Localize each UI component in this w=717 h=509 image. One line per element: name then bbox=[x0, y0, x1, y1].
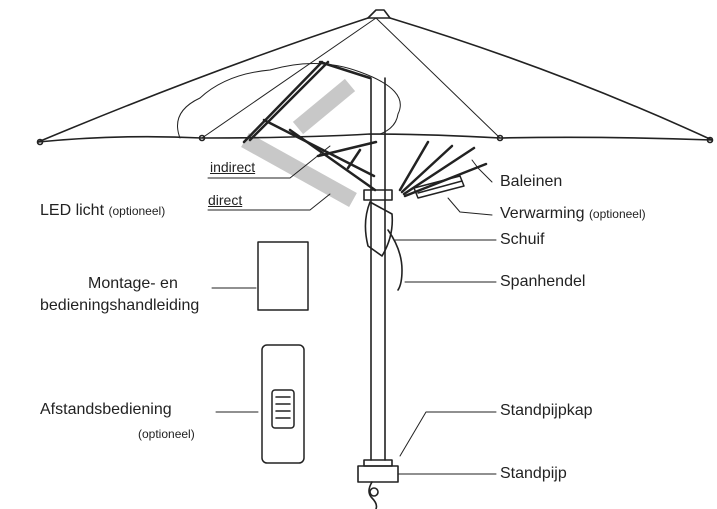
label-lever: Spanhendel bbox=[500, 273, 586, 290]
label-manual-line2: bedieningshandleiding bbox=[40, 297, 200, 314]
label-heater-note: (optioneel) bbox=[588, 207, 646, 221]
canopy bbox=[36, 9, 714, 146]
label-heater-main: Verwarming bbox=[500, 205, 585, 222]
pole-base bbox=[357, 459, 399, 509]
tension-lever bbox=[387, 229, 403, 291]
label-slider: Schuif bbox=[500, 231, 545, 248]
leader-lines bbox=[207, 145, 497, 475]
label-pole-cap: Standpijpkap bbox=[500, 402, 593, 419]
label-manual-line1: Montage- en bbox=[88, 275, 178, 292]
label-remote-note: (optioneel) bbox=[138, 427, 195, 441]
remote-control bbox=[261, 344, 305, 464]
manual-booklet bbox=[257, 241, 309, 311]
canopy-cutaway bbox=[177, 63, 401, 139]
label-pole: Standpijp bbox=[500, 465, 567, 482]
label-led-light: LED licht (optioneel) bbox=[40, 203, 165, 219]
pole bbox=[370, 77, 386, 461]
heater bbox=[413, 175, 465, 199]
label-indirect: indirect bbox=[210, 159, 256, 175]
label-led-main: LED licht bbox=[40, 202, 105, 219]
label-remote-main: Afstandsbediening bbox=[40, 401, 172, 418]
slider bbox=[364, 201, 394, 257]
rib-hub bbox=[363, 189, 393, 201]
ribs bbox=[242, 60, 488, 198]
label-led-note: (optioneel) bbox=[108, 204, 166, 218]
label-ribs: Baleinen bbox=[500, 173, 563, 190]
label-heater: Verwarming (optioneel) bbox=[500, 206, 646, 222]
led-highlight bbox=[241, 78, 357, 207]
label-direct: direct bbox=[208, 192, 243, 208]
